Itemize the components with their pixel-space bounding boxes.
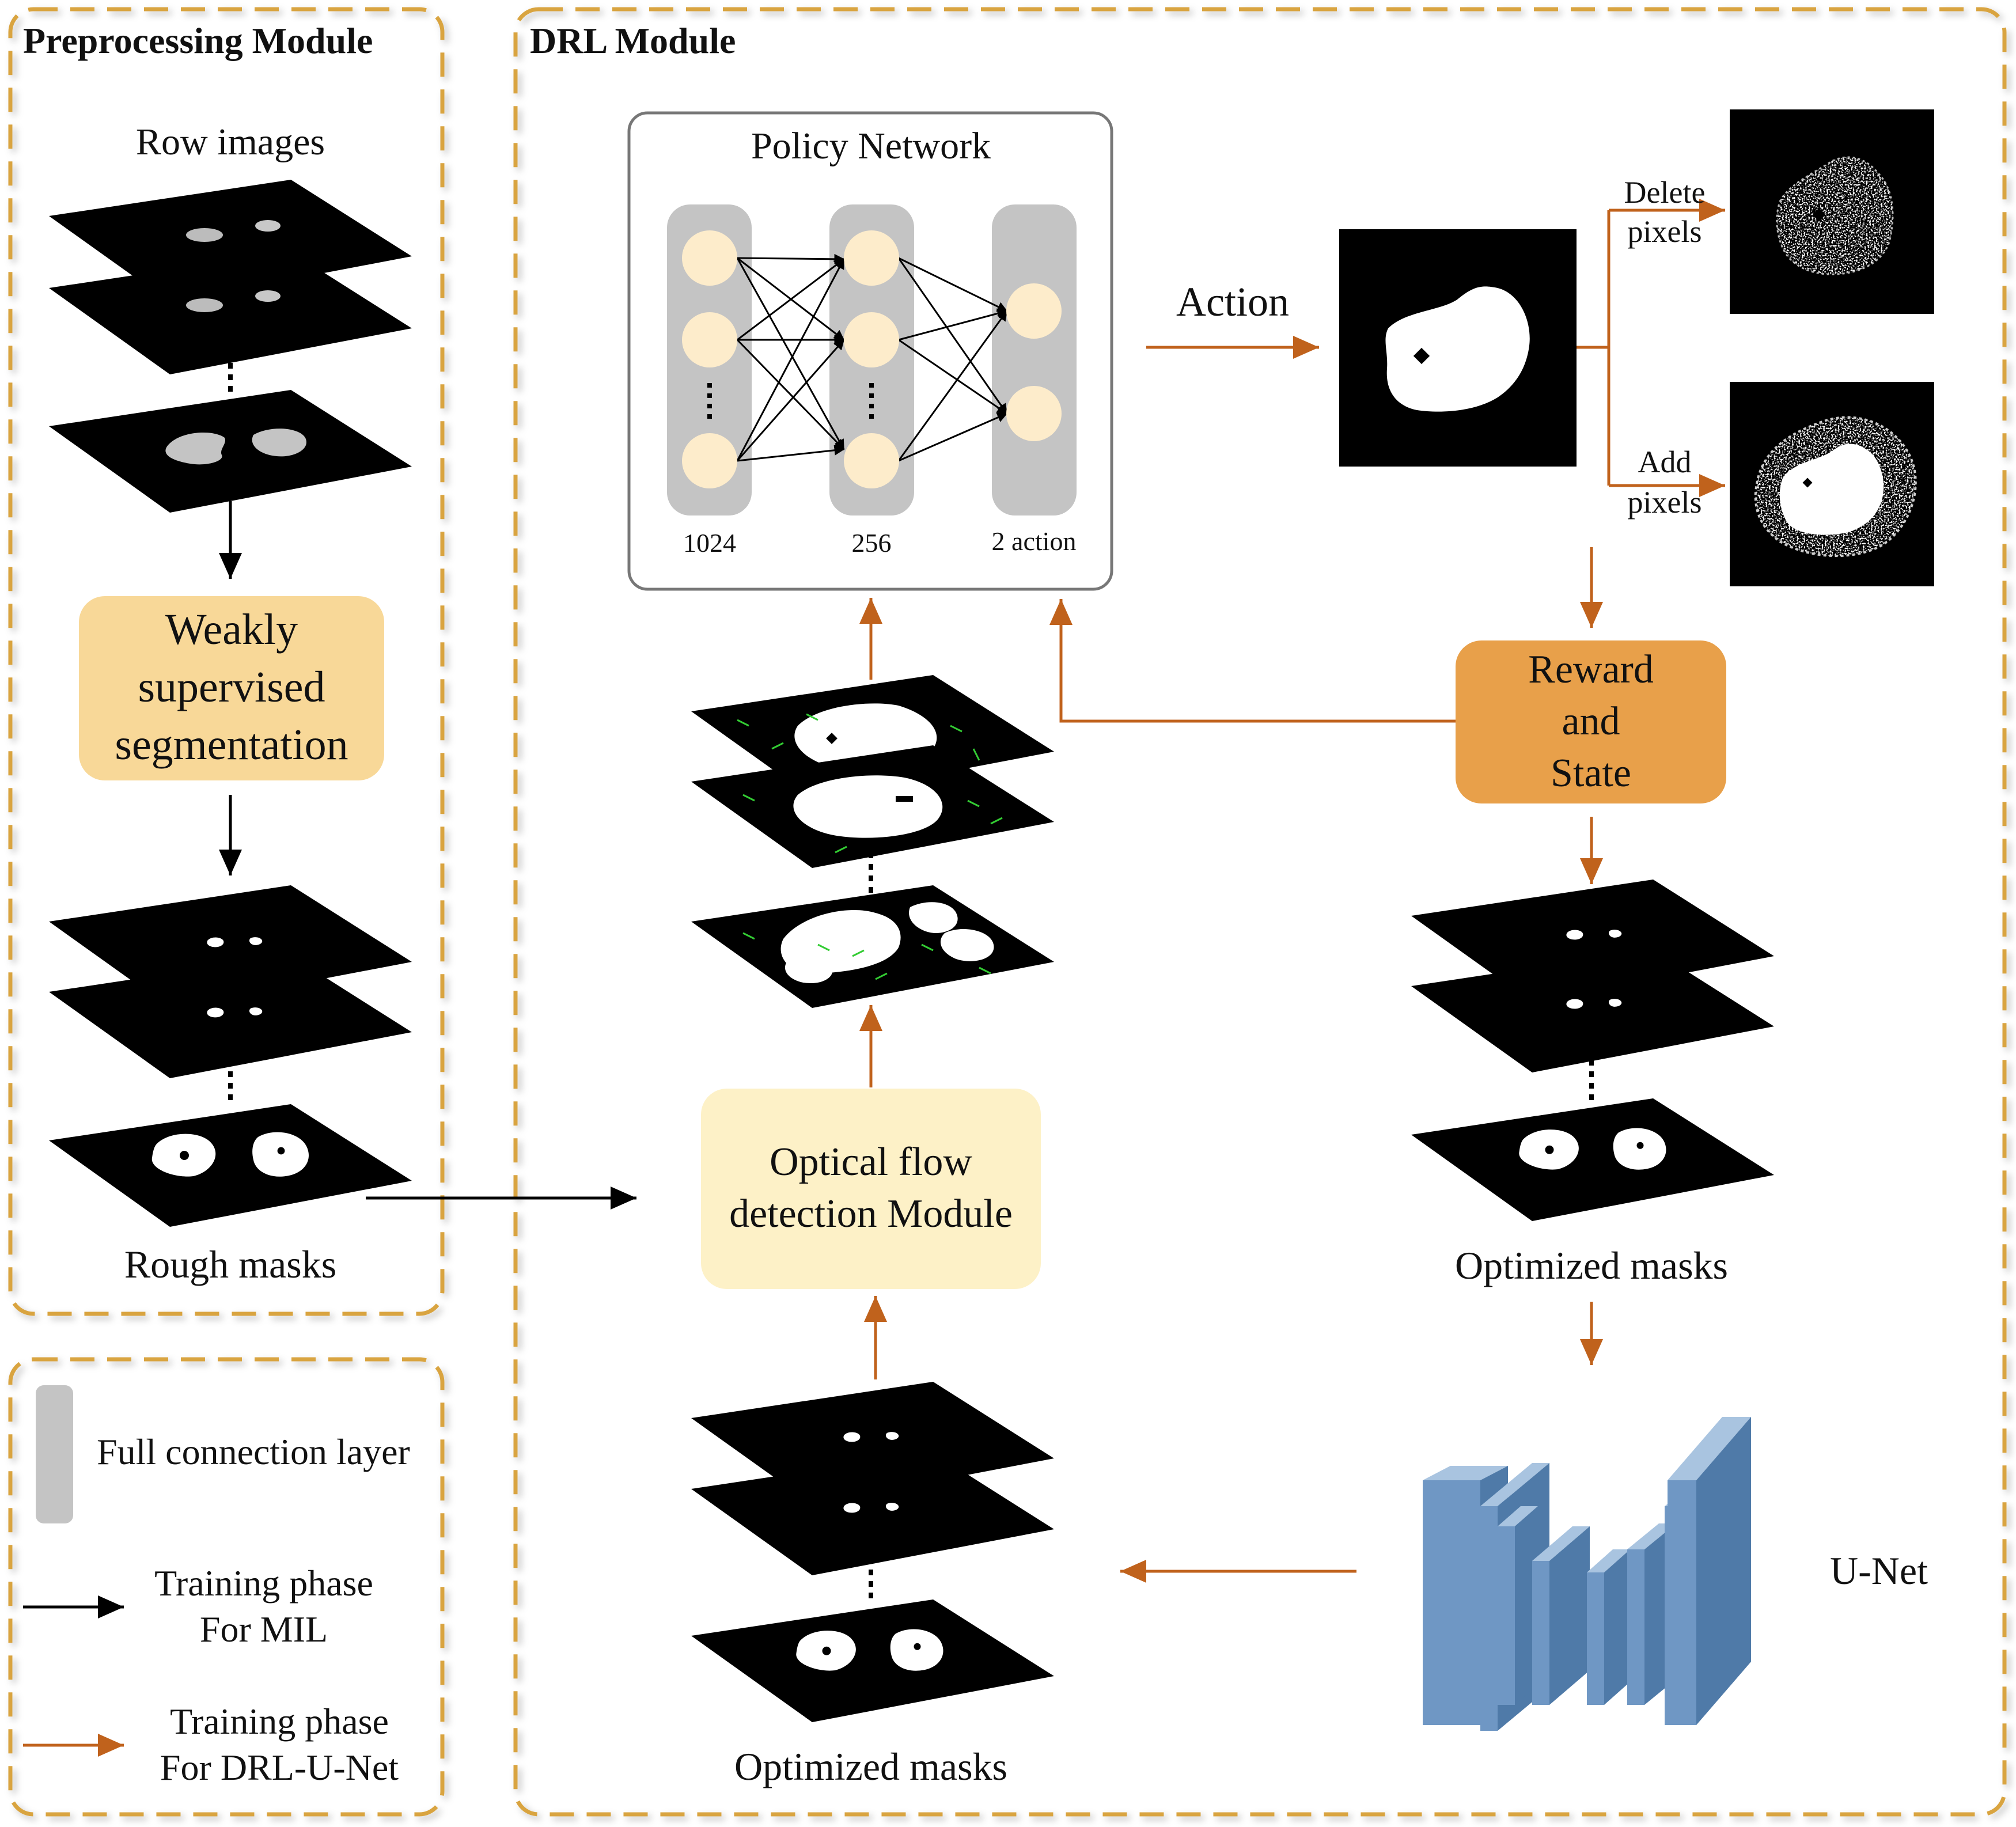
delete-label-line-2: pixels bbox=[1628, 214, 1702, 249]
drl-module-title: DRL Module bbox=[530, 20, 736, 61]
optimized-masks-bottom-stack bbox=[691, 1382, 1054, 1722]
row-image-slice bbox=[49, 390, 412, 513]
node bbox=[1006, 386, 1062, 441]
node bbox=[1006, 283, 1062, 339]
optical-box-line-2: detection Module bbox=[729, 1192, 1013, 1236]
add-label-line-2: pixels bbox=[1628, 485, 1702, 520]
add-pixels-image bbox=[1730, 382, 1934, 586]
weakly-box-line-3: segmentation bbox=[115, 721, 348, 769]
legend-orange-line-1: Training phase bbox=[170, 1701, 389, 1742]
weakly-supervised-box: Weakly supervised segmentation bbox=[79, 596, 384, 780]
legend-black-line-1: Training phase bbox=[154, 1563, 373, 1604]
branch-arrows bbox=[1577, 199, 1725, 497]
optical-flow-box: Optical flow detection Module bbox=[701, 1089, 1041, 1289]
unet-label: U-Net bbox=[1830, 1549, 1928, 1593]
rough-mask-slice bbox=[49, 956, 412, 1078]
weakly-box-line-2: supervised bbox=[138, 663, 325, 711]
arrow-reward-to-policy bbox=[1049, 599, 1456, 723]
add-label-line-1: Add bbox=[1638, 445, 1692, 479]
optical-box-line-1: Optical flow bbox=[770, 1140, 972, 1184]
legend-orange-line-2: For DRL-U-Net bbox=[160, 1747, 399, 1788]
node bbox=[844, 312, 899, 367]
reward-box-line-3: State bbox=[1551, 751, 1631, 795]
action-label: Action bbox=[1176, 279, 1289, 325]
optimized-mask-slice bbox=[1411, 950, 1774, 1072]
preprocessing-module-border bbox=[8, 7, 445, 1316]
legend-border bbox=[8, 1357, 445, 1817]
weakly-box-line-1: Weakly bbox=[165, 605, 298, 654]
optimized-mask-slice bbox=[691, 1599, 1054, 1722]
rough-mask-slice bbox=[49, 1104, 412, 1227]
node bbox=[682, 230, 737, 286]
node bbox=[682, 433, 737, 488]
reward-box-line-2: and bbox=[1562, 699, 1620, 744]
optimized-masks-right-stack bbox=[1411, 880, 1774, 1221]
legend-fc-swatch bbox=[36, 1385, 73, 1523]
delete-pixels-image bbox=[1730, 109, 1934, 314]
node bbox=[682, 312, 737, 367]
policy-network: Policy Network bbox=[627, 111, 1113, 591]
row-images-stack bbox=[49, 180, 412, 513]
rough-masks-stack bbox=[49, 885, 412, 1227]
policy-network-title: Policy Network bbox=[751, 125, 991, 167]
legend-black-line-2: For MIL bbox=[200, 1609, 328, 1650]
node bbox=[844, 230, 899, 286]
delete-label-line-1: Delete bbox=[1624, 175, 1706, 210]
row-image-slice bbox=[49, 252, 412, 374]
row-images-label: Row images bbox=[136, 121, 325, 163]
layer-label-256: 256 bbox=[852, 528, 892, 558]
unet-graphic bbox=[1423, 1417, 1751, 1731]
action-mask-image bbox=[1339, 229, 1577, 467]
optimized-masks-right-label: Optimized masks bbox=[1455, 1244, 1728, 1287]
rough-masks-label: Rough masks bbox=[124, 1242, 336, 1286]
optimized-mask-slice bbox=[691, 1453, 1054, 1575]
drl-module-border bbox=[513, 7, 2007, 1817]
optimized-mask-slice bbox=[1411, 1098, 1774, 1221]
optimized-masks-bottom-label: Optimized masks bbox=[734, 1745, 1007, 1788]
layer-label-1024: 1024 bbox=[683, 528, 736, 558]
preprocessing-module-title: Preprocessing Module bbox=[23, 20, 373, 61]
legend-fc-label: Full connection layer bbox=[97, 1431, 410, 1472]
fc-layer-action bbox=[992, 204, 1077, 515]
reward-state-box: Reward and State bbox=[1456, 640, 1726, 803]
reward-box-line-1: Reward bbox=[1528, 647, 1654, 692]
optical-flow-stack bbox=[691, 675, 1054, 1008]
layer-label-action: 2 action bbox=[992, 526, 1077, 556]
node bbox=[844, 433, 899, 488]
